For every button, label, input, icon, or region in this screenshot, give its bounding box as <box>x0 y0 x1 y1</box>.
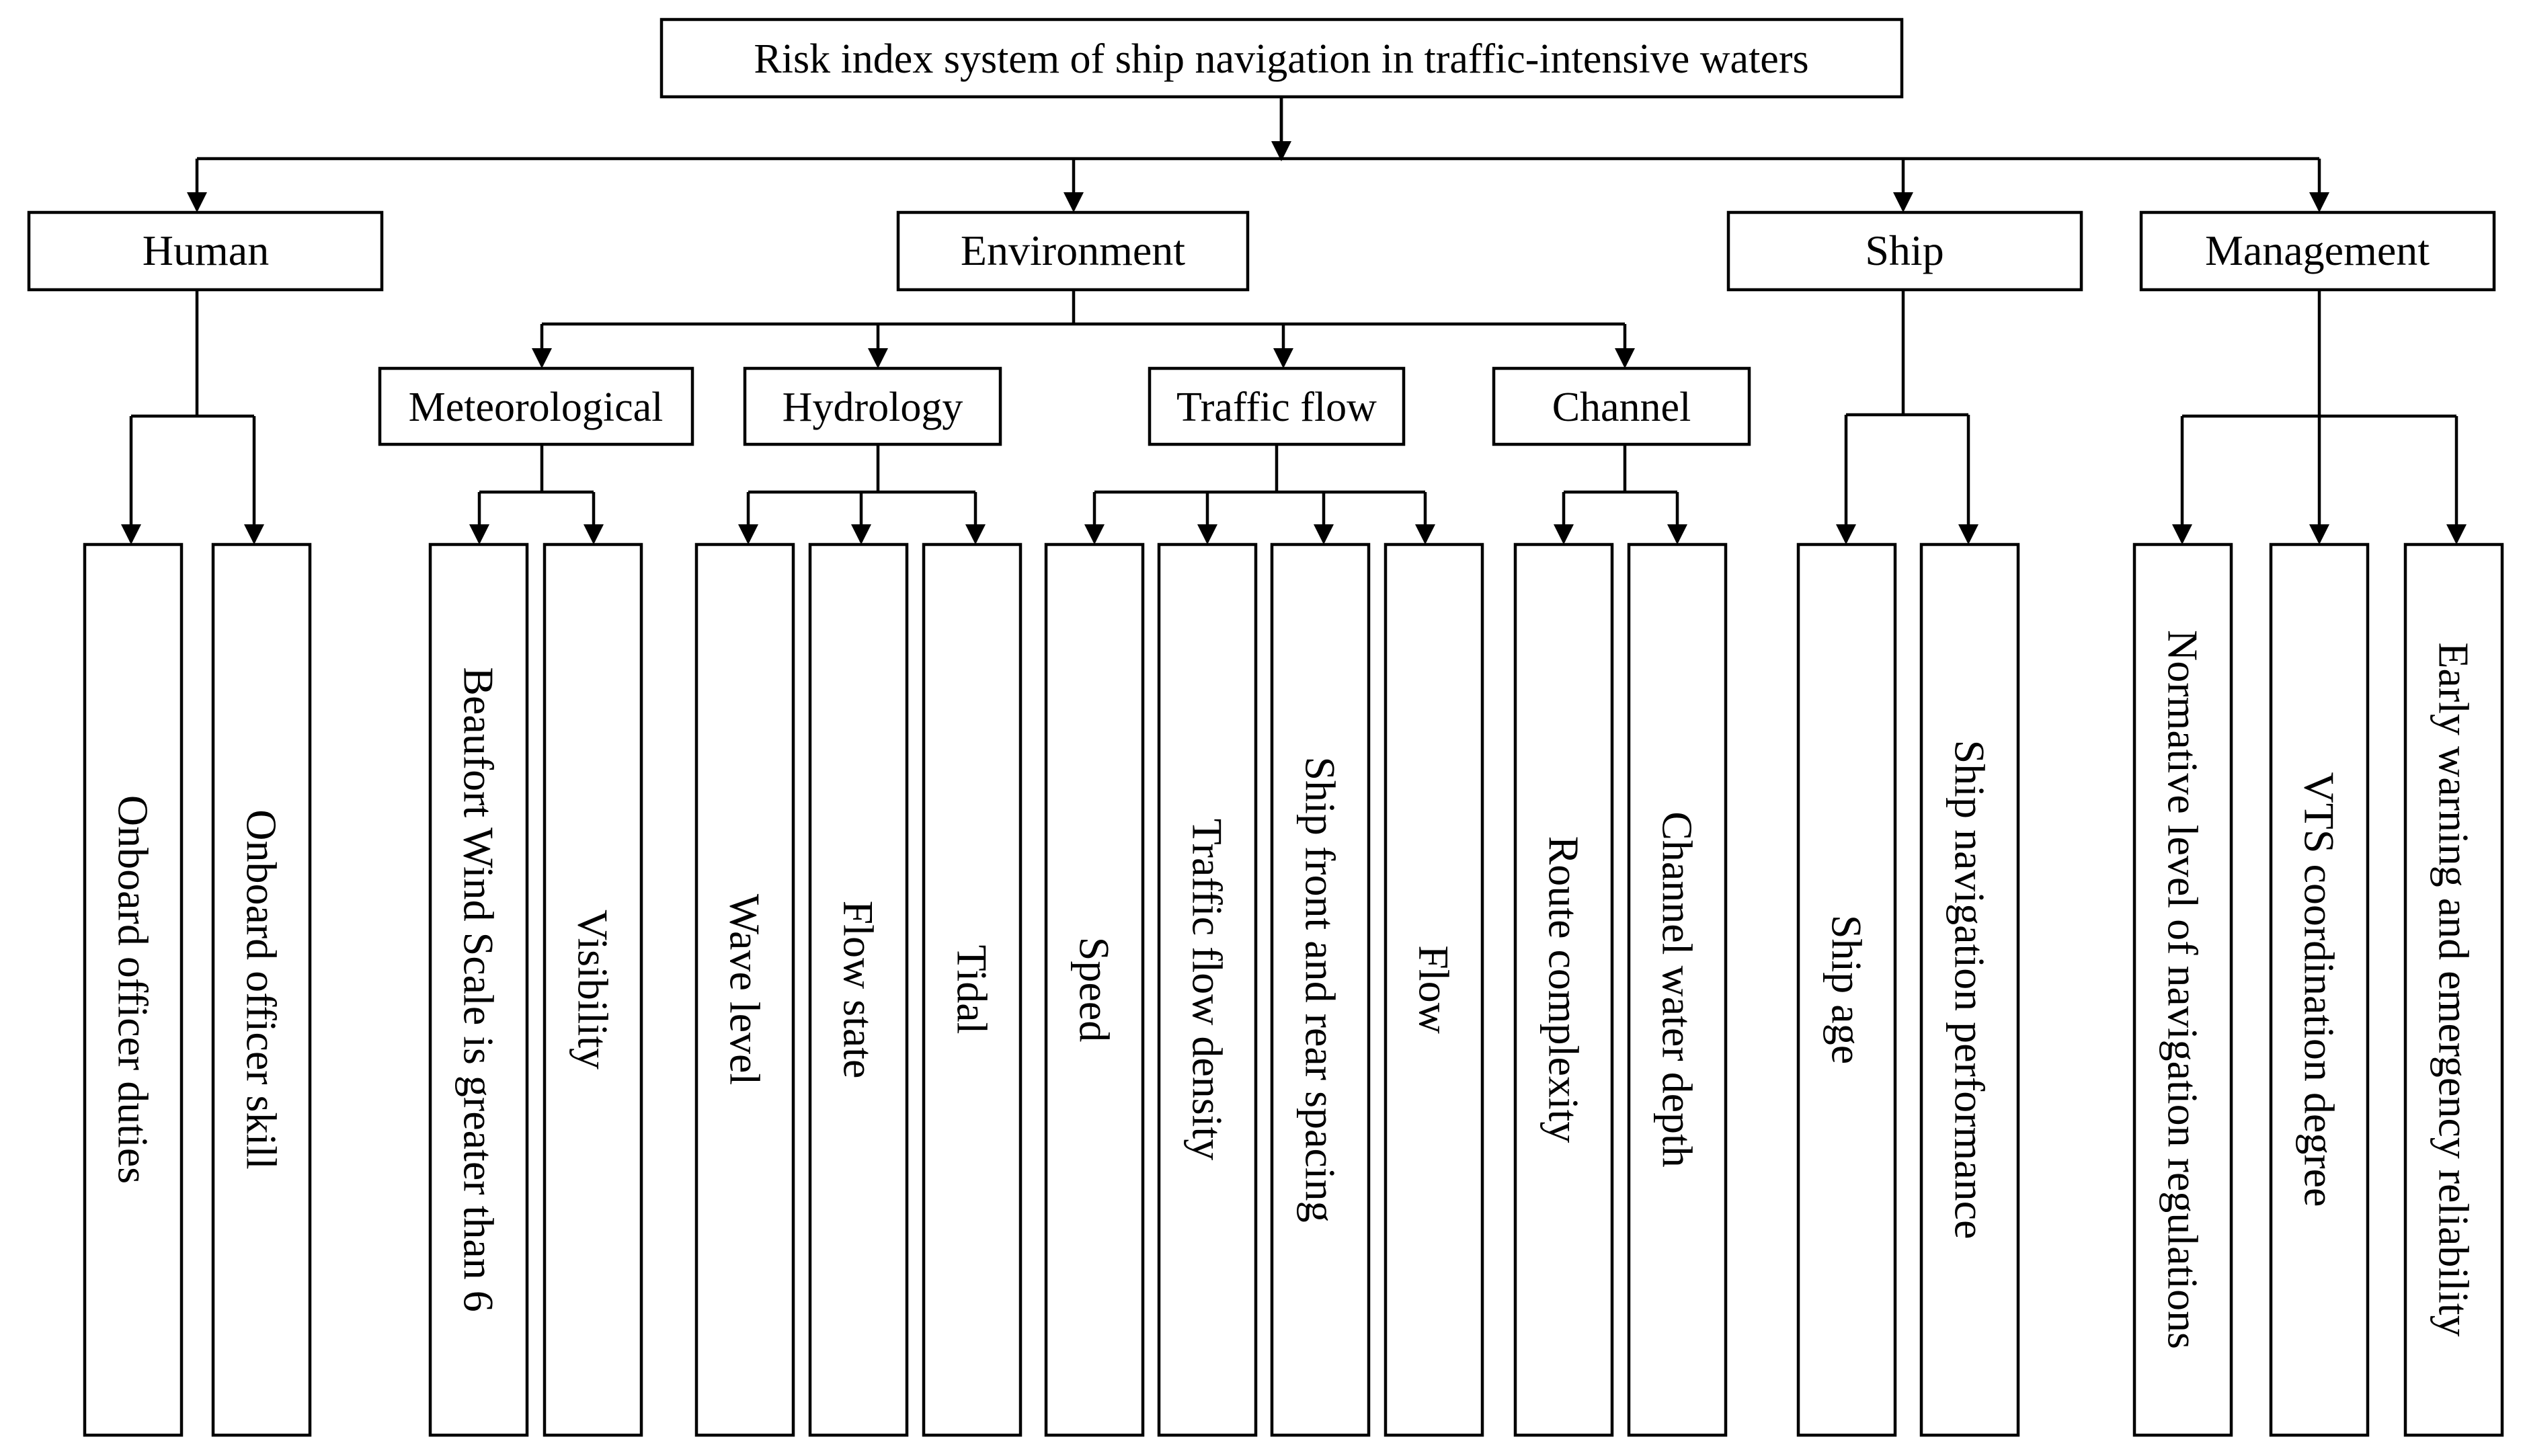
arrowhead <box>1314 524 1334 544</box>
arrowhead <box>1615 348 1635 368</box>
category-human-box <box>27 210 384 292</box>
edges-traffic-flow-leaves <box>1092 445 1427 542</box>
indicator-ship-age: Ship age <box>1823 915 1871 1064</box>
arrowhead <box>1415 524 1435 544</box>
indicator-channel-water-depth: Channel water depth <box>1654 811 1701 1168</box>
arrowhead <box>1554 524 1574 544</box>
title-box <box>659 17 1904 99</box>
subcategory-hydrology: Hydrology <box>783 385 963 430</box>
arrowhead <box>2309 524 2329 544</box>
category-environment: Environment <box>961 227 1185 274</box>
indicator-box <box>83 542 184 1437</box>
subcategory-meteorological: Meteorological <box>409 385 664 430</box>
indicator-flow-state: Flow state <box>835 901 883 1079</box>
arrowhead <box>1667 524 1687 544</box>
indicator-box <box>2132 542 2233 1437</box>
indicator-box <box>1270 542 1371 1437</box>
edges-meteorological-leaves <box>477 445 596 542</box>
indicator-box <box>1513 542 1614 1437</box>
indicator-visibility: Visibility <box>569 909 617 1069</box>
indicator-box <box>922 542 1023 1437</box>
indicator-box <box>428 542 529 1437</box>
indicator-speed: Speed <box>1071 937 1119 1042</box>
edges-environment-subcategories <box>540 290 1627 366</box>
arrowhead <box>868 348 888 368</box>
indicator-ship-navigation-performance: Ship navigation performance <box>1946 740 1994 1240</box>
indicator-box <box>808 542 909 1437</box>
indicator-flow: Flow <box>1410 945 1458 1034</box>
category-ship-box <box>1726 210 2083 292</box>
subcategory-meteorological-box <box>378 366 694 446</box>
category-human: Human <box>143 227 269 274</box>
diagram-title: Risk index system of ship navigation in … <box>754 36 1808 82</box>
indicator-box <box>1044 542 1145 1437</box>
category-ship: Ship <box>1865 227 1944 274</box>
subcategory-nodes: Meteorological Hydrology Traffic flow Ch… <box>378 366 1751 446</box>
edges-channel-leaves <box>1562 445 1679 542</box>
indicator-box <box>211 542 312 1437</box>
indicator-vts-coordination-degree: VTS coordination degree <box>2296 772 2344 1207</box>
arrowhead <box>1084 524 1105 544</box>
arrowhead <box>965 524 986 544</box>
arrowheads <box>121 141 2467 544</box>
arrowhead <box>1836 524 1856 544</box>
indicator-box <box>2269 542 2370 1437</box>
arrowhead <box>187 192 207 212</box>
arrowhead <box>1271 141 1291 161</box>
indicator-onboard-officer-skill: Onboard officer skill <box>238 809 286 1170</box>
category-management: Management <box>2205 227 2430 274</box>
indicator-box <box>1919 542 2020 1437</box>
arrowhead <box>584 524 604 544</box>
subcategory-channel-box <box>1492 366 1751 446</box>
indicator-wave-level: Wave level <box>721 894 769 1085</box>
arrowhead <box>1273 348 1293 368</box>
arrowhead <box>1197 524 1217 544</box>
subcategory-hydrology-box <box>743 366 1002 446</box>
edges-hydrology-leaves <box>746 445 977 542</box>
arrowhead <box>532 348 552 368</box>
arrowhead <box>738 524 758 544</box>
subcategory-traffic-flow: Traffic flow <box>1176 385 1377 430</box>
arrowhead <box>1064 192 1084 212</box>
edges-ship-leaves <box>1844 290 1970 542</box>
edges-management-leaves <box>2180 290 2458 542</box>
indicator-box <box>694 542 795 1437</box>
indicator-ship-front-rear-spacing: Ship front and rear spacing <box>1297 756 1345 1222</box>
indicator-box <box>1157 542 1258 1437</box>
arrowhead <box>2172 524 2192 544</box>
indicator-onboard-officer-duties: Onboard officer duties <box>110 795 157 1184</box>
indicator-box <box>1627 542 1728 1437</box>
indicator-box <box>1384 542 1484 1437</box>
title-node: Risk index system of ship navigation in … <box>659 17 1904 99</box>
indicator-box <box>1796 542 1897 1437</box>
indicator-box <box>543 542 643 1437</box>
indicator-tidal: Tidal <box>949 945 996 1035</box>
subcategory-channel: Channel <box>1552 385 1691 430</box>
arrowhead <box>1893 192 1913 212</box>
arrowhead <box>851 524 871 544</box>
arrowhead <box>1958 524 1978 544</box>
indicator-nodes: Onboard officer duties Onboard officer s… <box>83 542 2504 1437</box>
indicator-box <box>2403 542 2504 1437</box>
arrowhead <box>469 524 489 544</box>
indicator-traffic-flow-density: Traffic flow density <box>1184 819 1232 1160</box>
edges-human-leaves <box>129 290 256 542</box>
category-management-box <box>2139 210 2496 292</box>
indicator-route-complexity: Route complexity <box>1540 836 1588 1143</box>
arrowhead <box>2446 524 2467 544</box>
indicator-early-warning-reliability: Early warning and emergency reliability <box>2430 642 2478 1336</box>
arrowhead <box>121 524 141 544</box>
category-environment-box <box>896 210 1250 292</box>
arrowhead <box>244 524 264 544</box>
arrowhead <box>2309 192 2329 212</box>
indicator-normative-level-regulations: Normative level of navigation regulation… <box>2159 630 2207 1349</box>
subcategory-traffic-flow-box <box>1148 366 1406 446</box>
connectors <box>129 97 2458 542</box>
indicator-beaufort-wind-scale: Beaufort Wind Scale is greater than 6 <box>455 667 503 1311</box>
category-nodes: Human Environment Ship Management <box>27 210 2496 292</box>
